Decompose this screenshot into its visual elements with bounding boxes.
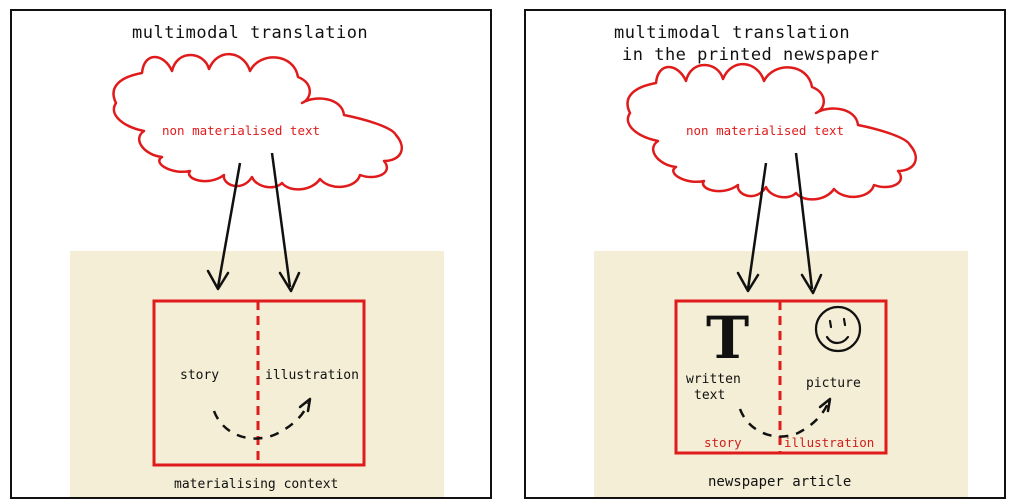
panel-title-line1: multimodal translation xyxy=(614,23,851,43)
written-text-label-line1: written xyxy=(686,372,741,387)
cloud-label: non materialised text xyxy=(162,123,321,138)
context-label: materialising context xyxy=(174,477,339,492)
arrowhead-left xyxy=(206,269,230,291)
newspaper-article-area xyxy=(594,251,968,497)
panel-title: multimodal translation xyxy=(132,23,369,43)
illustration-caption: illustration xyxy=(784,435,875,450)
materialising-context-area xyxy=(70,251,444,497)
cloud-label: non materialised text xyxy=(686,123,845,138)
story-caption: story xyxy=(704,435,742,450)
written-text-label-line2: text xyxy=(694,388,726,403)
smiley-face-icon xyxy=(814,305,862,353)
cloud-shape xyxy=(626,62,917,201)
diagram-panel-right: multimodal translation in the printed ne… xyxy=(524,9,1006,499)
panel-title-line2: in the printed newspaper xyxy=(622,45,880,65)
curved-arrowhead xyxy=(298,397,312,413)
arrow-shaft-left xyxy=(216,162,242,288)
diagram-graphics-left xyxy=(70,52,444,497)
story-label: story xyxy=(180,368,220,383)
arrow-shaft-right xyxy=(794,152,814,290)
arrow-shaft-right xyxy=(270,152,292,288)
cloud-shape xyxy=(112,52,403,191)
curved-arrowhead xyxy=(818,397,832,413)
curved-dashed-arrow xyxy=(212,402,310,440)
diagram-graphics-right xyxy=(594,62,968,497)
curved-dashed-arrow xyxy=(738,402,830,438)
arrowhead-right xyxy=(278,271,301,293)
arrowhead-right xyxy=(800,273,823,295)
diagram-panel-left: multimodal translation non materialised … xyxy=(10,9,492,499)
picture-label: picture xyxy=(806,376,861,391)
illustration-label: illustration xyxy=(265,368,359,383)
arrowhead-left xyxy=(736,271,760,293)
written-text-letter-icon: T xyxy=(706,304,750,372)
context-label: newspaper article xyxy=(708,474,852,490)
arrow-shaft-left xyxy=(746,162,768,290)
